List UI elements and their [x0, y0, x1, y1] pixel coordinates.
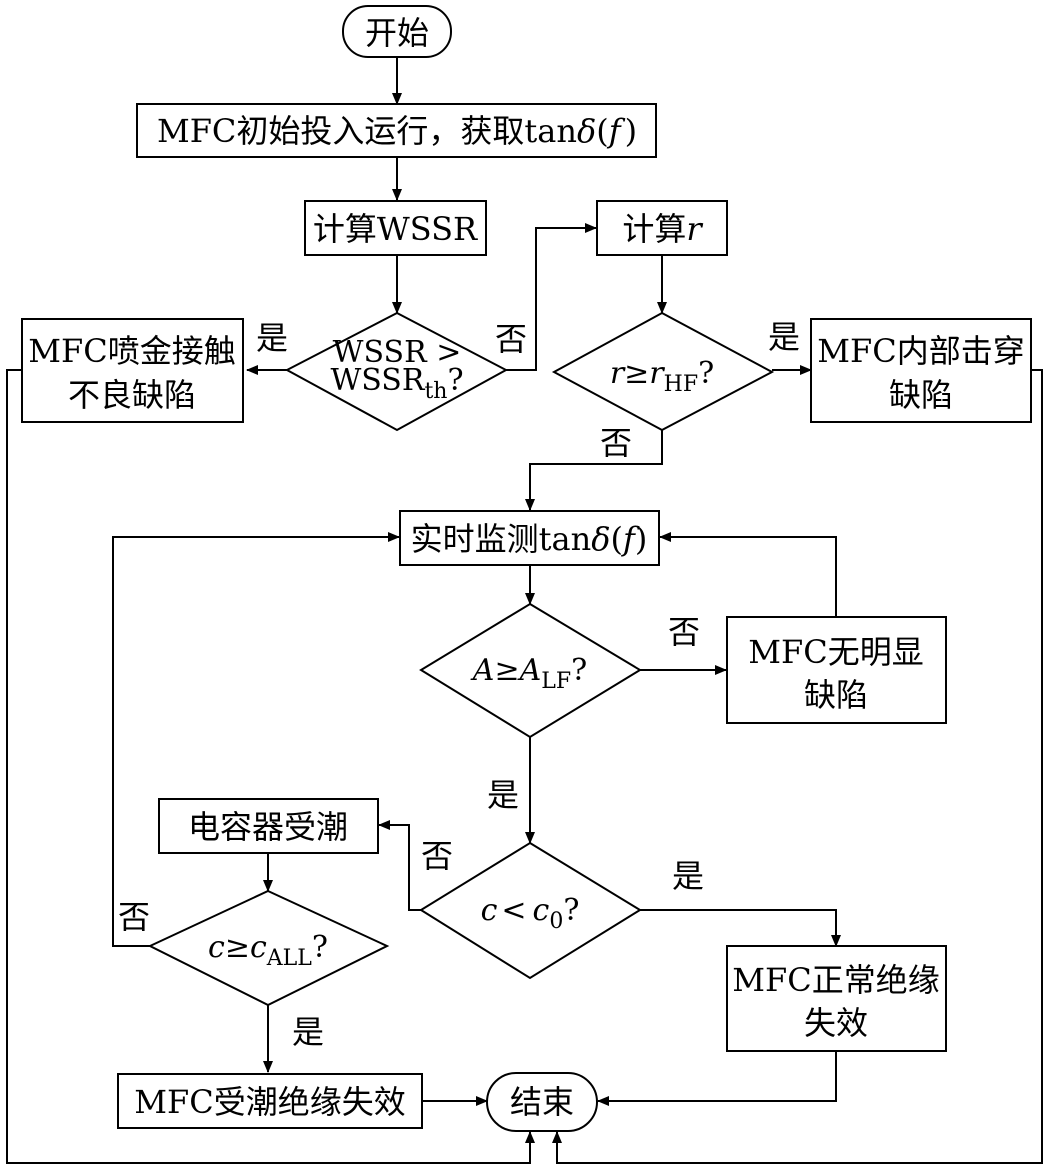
arrow-call-no — [112, 532, 400, 947]
wssr-decision-line2: WSSRth? — [330, 363, 463, 404]
no-obvious-defect: MFC无明显 缺陷 — [726, 616, 947, 724]
r-no-label: 否 — [600, 424, 632, 462]
wssr-decision-line1: WSSR > — [333, 335, 462, 370]
calc-r-process: 计算r — [596, 200, 728, 256]
normal-insulation-failure: MFC正常绝缘 失效 — [726, 945, 947, 1052]
call-decision: c≥cALL? — [147, 889, 390, 1007]
gold-contact-line1: MFC喷金接触 — [28, 332, 235, 370]
calc-r-label: 计算r — [622, 210, 703, 248]
calc-wssr-process: 计算WSSR — [304, 200, 487, 256]
monitor-process: 实时监测tanδ(f) — [399, 510, 660, 566]
call-decision-label: c≥cALL? — [208, 930, 328, 971]
arrow-c-no — [378, 820, 421, 911]
a-decision-label: A≥ALF? — [470, 653, 587, 694]
gold-contact-defect: MFC喷金接触 不良缺陷 — [21, 318, 244, 423]
connectors — [6, 57, 1043, 1164]
a-decision: A≥ALF? — [419, 602, 642, 739]
breakdown-line1: MFC内部击穿 — [817, 332, 1024, 370]
arrow-breakdown-to-end — [552, 369, 1043, 1164]
r-decision: r≥rHF? — [551, 311, 775, 432]
moisture-insulation-failure: MFC受潮绝缘失效 — [117, 1073, 423, 1129]
call-no-label: 否 — [118, 898, 150, 936]
a-no-label: 否 — [668, 613, 700, 651]
init-process: MFC初始投入运行，获取tanδ(f) — [136, 103, 657, 158]
no-defect-line2: 缺陷 — [804, 676, 868, 714]
wssr-no-label: 否 — [495, 320, 527, 358]
arrow-nodefect-loop — [659, 532, 837, 617]
c-decision: c<c0? — [419, 841, 642, 980]
gold-contact-line2: 不良缺陷 — [68, 376, 196, 414]
capacitor-moisture: 电容器受潮 — [158, 798, 379, 854]
r-yes-label: 是 — [768, 318, 800, 356]
no-defect-line1: MFC无明显 — [748, 633, 923, 671]
end-label: 结束 — [510, 1083, 574, 1121]
breakdown-line2: 缺陷 — [889, 376, 953, 414]
end-node: 结束 — [486, 1072, 598, 1132]
c-no-label: 否 — [421, 837, 453, 875]
internal-breakdown-defect: MFC内部击穿 缺陷 — [810, 318, 1032, 423]
a-yes-label: 是 — [487, 776, 519, 814]
wssr-yes-label: 是 — [256, 319, 288, 357]
normal-fail-line1: MFC正常绝缘 — [732, 961, 939, 999]
c-decision-label: c<c0? — [481, 893, 580, 934]
start-label: 开始 — [365, 14, 429, 52]
monitor-label: 实时监测tanδ(f) — [411, 520, 648, 558]
wssr-decision: WSSR > WSSRth? — [284, 311, 509, 432]
arrow-wssr-no — [506, 223, 597, 371]
r-decision-label: r≥rHF? — [610, 356, 714, 397]
arrow-normalfail-to-end — [597, 1051, 837, 1106]
init-label: MFC初始投入运行，获取tanδ(f) — [157, 112, 637, 150]
moisture-label: 电容器受潮 — [188, 808, 348, 846]
moist-fail-label: MFC受潮绝缘失效 — [134, 1083, 405, 1121]
arrow-c-yes — [640, 909, 841, 947]
arrow-gold-to-end — [6, 369, 535, 1164]
c-yes-label: 是 — [672, 857, 704, 895]
arrow-r-no — [525, 430, 663, 511]
normal-fail-line2: 失效 — [804, 1004, 868, 1042]
start-node: 开始 — [342, 5, 452, 58]
calc-wssr-label: 计算WSSR — [313, 210, 478, 248]
branch-labels: 是 否 是 否 否 是 否 是 否 是 — [118, 318, 800, 1051]
call-yes-label: 是 — [292, 1013, 324, 1051]
